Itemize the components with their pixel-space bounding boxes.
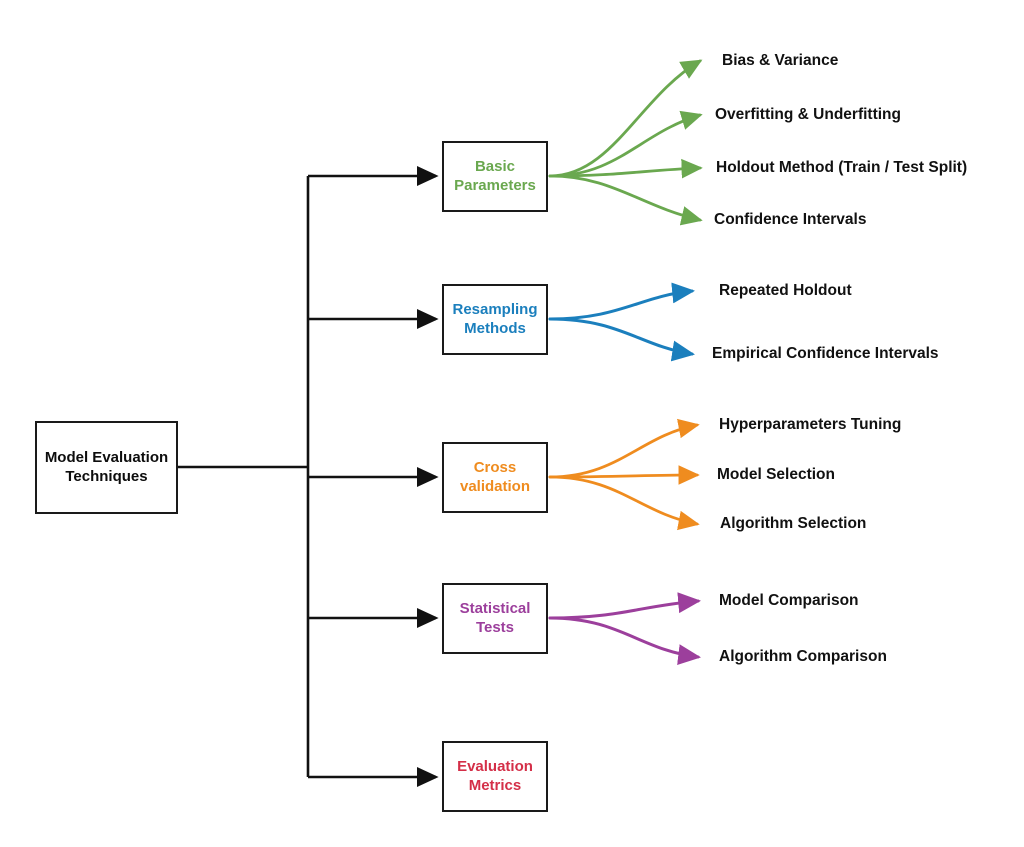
edge-basic-parameters-leaf-2 xyxy=(548,158,703,179)
node-resampling-methods[interactable]: Resampling Methods xyxy=(442,284,548,355)
leaf-label-model-comparison: Model Comparison xyxy=(719,592,859,609)
node-cross-validation[interactable]: Cross validation xyxy=(442,442,548,513)
leaf-label-hyperparameters-tuning: Hyperparameters Tuning xyxy=(719,416,902,433)
node-cross-validation-label: Cross validation xyxy=(459,459,530,495)
node-evaluation-metrics-label: Evaluation Metrics xyxy=(457,758,533,794)
leaf-label-algorithm-comparison: Algorithm Comparison xyxy=(719,648,887,665)
edge-cross-validation-leaf-2 xyxy=(548,475,700,531)
node-statistical-tests-label: Statistical Tests xyxy=(459,600,531,636)
node-statistical-tests[interactable]: Statistical Tests xyxy=(442,583,548,654)
leaf-label-holdout-method: Holdout Method (Train / Test Split) xyxy=(716,159,968,176)
node-model-evaluation-techniques[interactable]: Model Evaluation Techniques xyxy=(35,421,178,514)
leaf-label-repeated-holdout: Repeated Holdout xyxy=(719,282,852,299)
leaf-label-bias-and-variance: Bias & Variance xyxy=(722,52,839,69)
edge-resampling-methods-leaf-0 xyxy=(548,282,695,321)
node-evaluation-metrics[interactable]: Evaluation Metrics xyxy=(442,741,548,812)
leaf-label-empirical-confidence-intervals: Empirical Confidence Intervals xyxy=(712,345,939,362)
leaf-label-algorithm-selection: Algorithm Selection xyxy=(720,515,867,532)
edge-basic-parameters-leaf-0 xyxy=(548,59,703,178)
edge-statistical-tests-leaf-1 xyxy=(548,616,701,666)
node-root-label: Model Evaluation Techniques xyxy=(44,449,169,485)
leaf-label-model-selection: Model Selection xyxy=(717,466,835,483)
edge-resampling-methods-leaf-1 xyxy=(548,317,695,362)
edge-basic-parameters-leaf-3 xyxy=(548,174,703,226)
edge-statistical-tests-leaf-0 xyxy=(548,592,701,620)
node-resampling-methods-label: Resampling Methods xyxy=(452,301,538,337)
edge-cross-validation-leaf-1 xyxy=(548,465,700,485)
leaf-label-overfitting-and-underfitting: Overfitting & Underfitting xyxy=(715,106,901,123)
node-basic-parameters-label: Basic Parameters xyxy=(454,158,536,194)
edge-basic-parameters-leaf-1 xyxy=(548,110,703,178)
edge-cross-validation-leaf-0 xyxy=(548,418,700,479)
leaf-label-confidence-intervals: Confidence Intervals xyxy=(714,211,867,228)
node-basic-parameters[interactable]: Basic Parameters xyxy=(442,141,548,212)
